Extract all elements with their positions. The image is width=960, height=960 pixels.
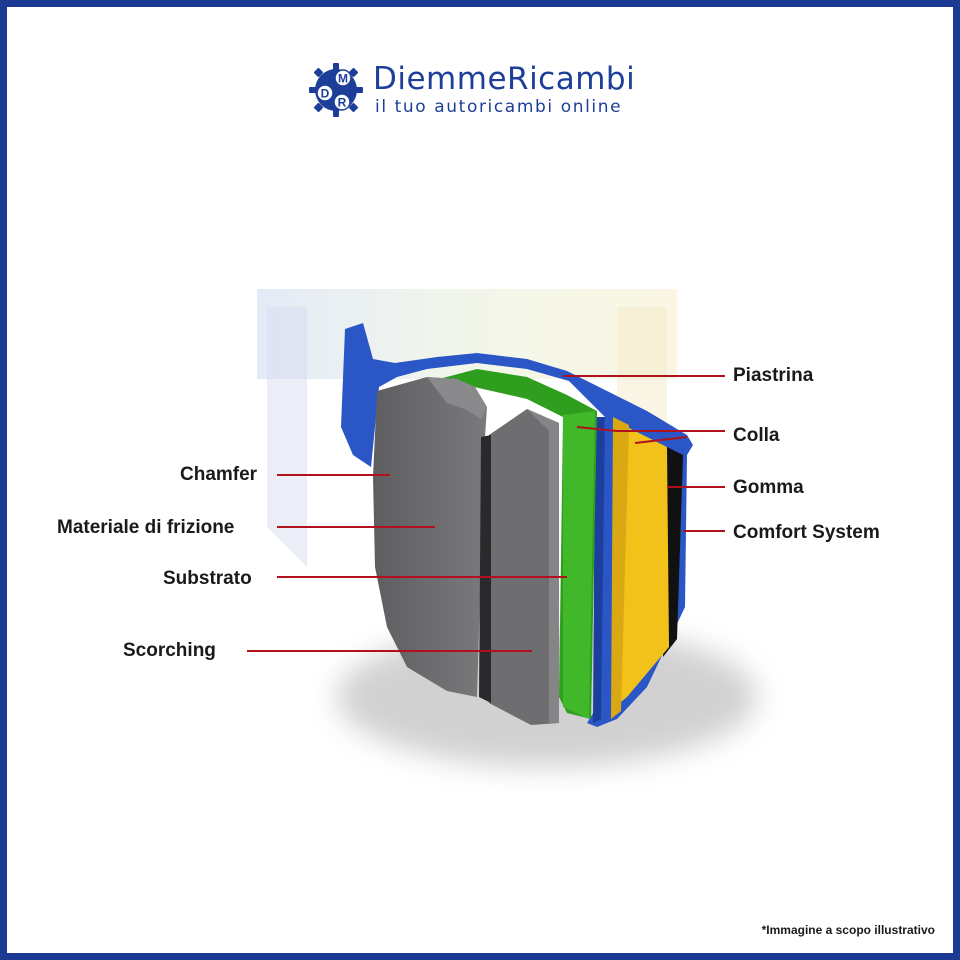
label-chamfer: Chamfer	[180, 464, 258, 485]
logo-letter-m: M	[338, 72, 348, 86]
logo-letter-d: D	[321, 87, 330, 101]
rubber-layer	[615, 425, 669, 707]
label-substrato: Substrato	[163, 568, 252, 589]
friction-material	[373, 377, 559, 725]
leader-colla-2	[634, 436, 688, 444]
logo-letter-r: R	[338, 96, 347, 110]
glue-layer	[563, 411, 595, 719]
brand-name: DiemmeRicambi	[373, 61, 636, 97]
label-materiale-di-frizione: Materiale di frizione	[57, 517, 235, 538]
label-comfort-system: Comfort System	[733, 522, 880, 543]
label-colla: Colla	[733, 425, 780, 446]
gear-logo-icon: M D R	[309, 63, 363, 117]
label-scorching: Scorching	[123, 640, 216, 661]
brand-tagline: il tuo autoricambi online	[375, 97, 623, 117]
label-gomma: Gomma	[733, 477, 804, 498]
leader-lines	[247, 375, 725, 652]
brake-pad-diagram	[247, 289, 757, 767]
backplate-layer	[341, 323, 693, 727]
disclaimer-note: *Immagine a scopo illustrativo	[761, 923, 935, 937]
label-piastrina: Piastrina	[733, 365, 814, 386]
leader-colla	[576, 426, 725, 432]
brand-logo: M D R DiemmeRicambi il tuo autoricambi o…	[305, 59, 655, 123]
rubber-edge	[611, 417, 629, 719]
